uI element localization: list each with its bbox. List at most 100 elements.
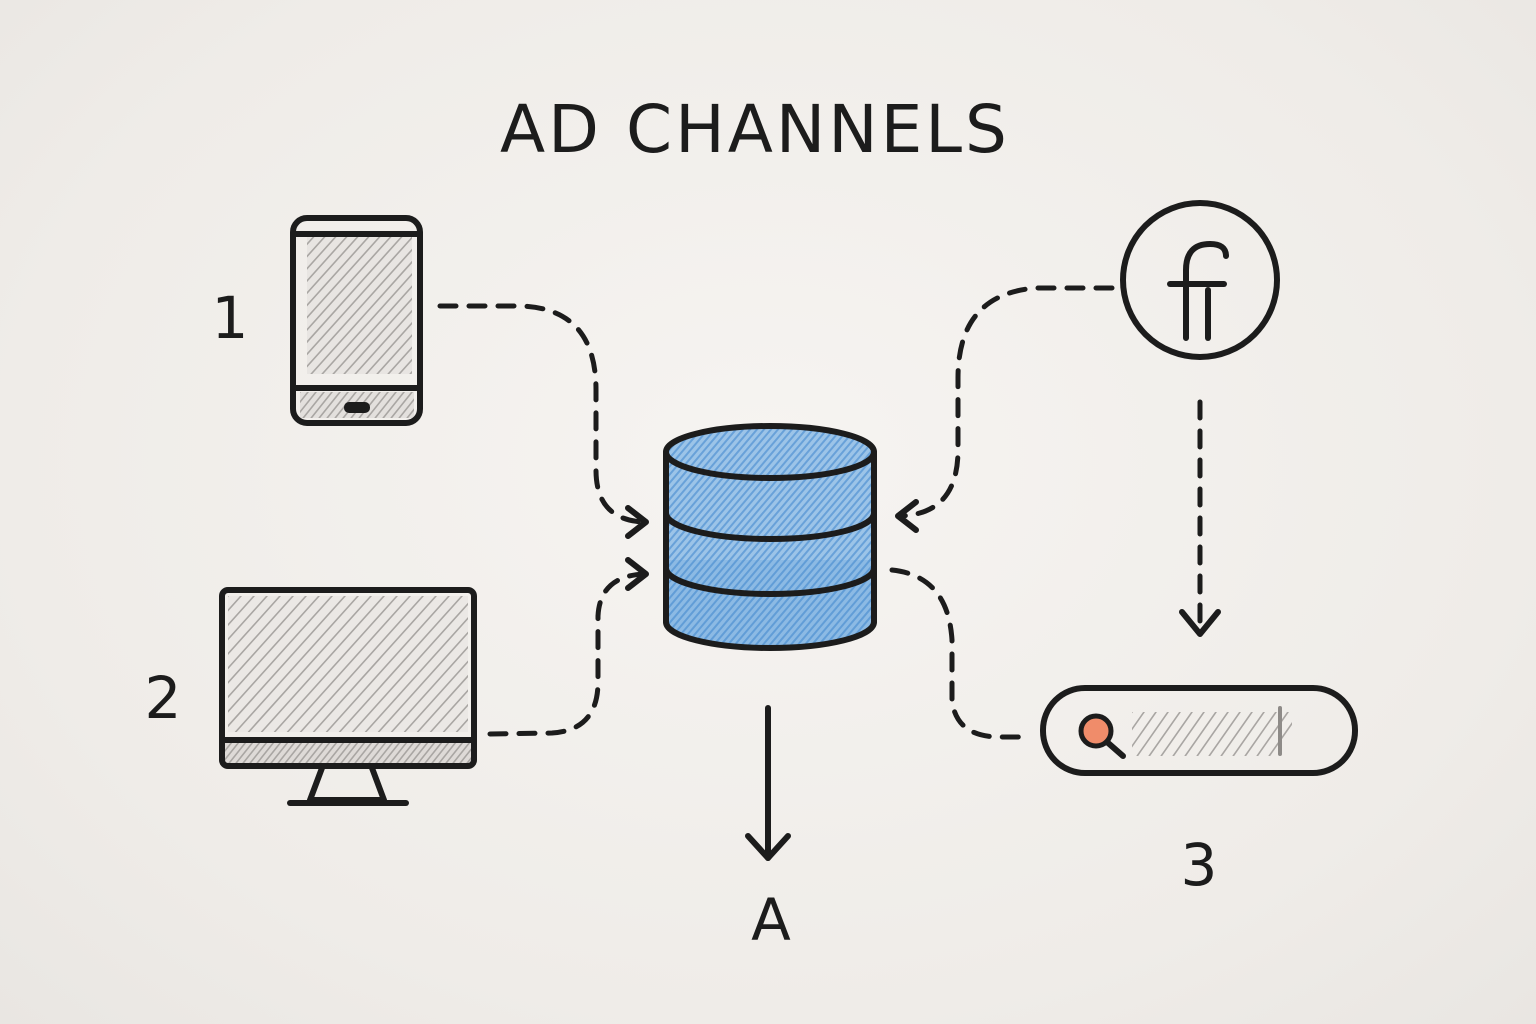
pencil-hatch-stroke xyxy=(721,426,874,648)
pencil-hatch-stroke xyxy=(310,392,333,418)
pencil-hatch-stroke xyxy=(325,742,345,764)
desktop-monitor-icon xyxy=(219,587,477,806)
pencil-hatch-stroke xyxy=(666,426,780,648)
pencil-hatch-stroke xyxy=(666,426,794,648)
pencil-hatch-stroke xyxy=(381,742,401,764)
pencil-hatch-stroke xyxy=(367,742,387,764)
pencil-hatch-stroke xyxy=(456,420,660,660)
pencil-hatch-stroke xyxy=(382,392,405,418)
pencil-hatch-stroke xyxy=(307,232,385,319)
pencil-hatch-stroke xyxy=(307,232,407,344)
pencil-hatch-stroke xyxy=(227,742,247,764)
pencil-hatch-stroke xyxy=(332,285,412,374)
pencil-hatch-stroke xyxy=(444,742,464,764)
pencil-hatch-stroke xyxy=(283,742,303,764)
pencil-hatch-stroke xyxy=(437,742,457,764)
pencil-hatch-stroke xyxy=(666,426,829,648)
pencil-hatch-stroke xyxy=(318,742,338,764)
pencil-hatch-stroke xyxy=(262,742,282,764)
pencil-hatch-stroke xyxy=(1184,712,1217,756)
pencil-hatch-stroke xyxy=(666,426,815,648)
pencil-hatch-stroke xyxy=(390,392,413,418)
pencil-hatch-stroke xyxy=(1136,712,1169,756)
pencil-hatch-stroke xyxy=(666,426,773,648)
pencil-hatch-stroke xyxy=(332,742,352,764)
pencil-hatch-stroke xyxy=(353,742,373,764)
pencil-hatch-stroke xyxy=(735,426,874,648)
pencil-hatch-stroke xyxy=(666,426,822,648)
edge-monitor-to-database xyxy=(487,557,649,737)
pencil-hatch-stroke xyxy=(307,236,412,356)
pencil-hatch-stroke xyxy=(234,596,359,732)
pencil-hatch-stroke xyxy=(326,392,349,418)
pencil-hatch-stroke xyxy=(666,426,738,648)
edge-phone-to-database xyxy=(437,303,649,539)
pencil-hatch-stroke xyxy=(826,426,874,648)
pencil-hatch-stroke xyxy=(307,232,374,307)
pencil-hatch-stroke xyxy=(228,596,320,699)
pencil-hatch-stroke xyxy=(666,426,689,648)
pencil-hatch-stroke xyxy=(338,596,463,732)
pencil-hatch-stroke xyxy=(430,742,450,764)
diagram-title: AD CHANNELS xyxy=(500,91,1010,168)
pencil-hatch-stroke xyxy=(409,370,412,374)
pencil-hatch-stroke xyxy=(248,742,268,764)
pencil-hatch-stroke xyxy=(666,426,675,648)
pencil-hatch-stroke xyxy=(255,742,275,764)
pencil-hatch-stroke xyxy=(666,426,752,648)
pencil-hatch-stroke xyxy=(714,426,874,648)
pencil-hatch-stroke xyxy=(819,426,874,648)
pencil-hatch-stroke xyxy=(304,742,324,764)
pencil-hatch-stroke xyxy=(1268,722,1292,756)
database-icon xyxy=(456,420,877,660)
pencil-hatch-stroke xyxy=(321,273,412,374)
pencil-hatch-stroke xyxy=(228,596,268,641)
pencil-hatch-stroke xyxy=(307,232,396,331)
pencil-hatch-stroke xyxy=(805,426,874,648)
pencil-hatch-stroke xyxy=(666,426,717,648)
pencil-hatch-stroke xyxy=(1244,712,1277,756)
pencil-hatch-stroke xyxy=(228,596,346,728)
pencil-hatch-stroke xyxy=(228,596,255,627)
pencil-hatch-stroke xyxy=(358,392,381,418)
pencil-hatch-stroke xyxy=(354,309,412,374)
pencil-hatch-stroke xyxy=(343,297,412,374)
pencil-hatch-stroke xyxy=(307,248,412,368)
pencil-hatch-stroke xyxy=(868,426,874,648)
search-bar-icon xyxy=(1040,685,1358,776)
pencil-hatch-stroke xyxy=(465,756,471,764)
smartphone-icon xyxy=(290,215,423,426)
pencil-hatch-stroke xyxy=(798,426,874,648)
pencil-hatch-stroke xyxy=(228,596,294,670)
pencil-hatch-stroke xyxy=(364,617,468,732)
pencil-hatch-stroke xyxy=(365,321,412,374)
pencil-hatch-stroke xyxy=(666,426,801,648)
pencil-hatch-stroke xyxy=(666,426,745,648)
pencil-hatch-stroke xyxy=(666,426,759,648)
pencil-hatch-stroke xyxy=(791,426,874,648)
pencil-hatch-stroke xyxy=(234,742,254,764)
pencil-hatch-stroke xyxy=(360,742,380,764)
pencil-hatch-stroke xyxy=(812,426,874,648)
pencil-hatch-stroke xyxy=(299,596,424,732)
pencil-hatch-stroke xyxy=(339,742,359,764)
pencil-hatch-stroke xyxy=(247,596,372,732)
pencil-hatch-stroke xyxy=(666,426,731,648)
pencil-hatch-stroke xyxy=(310,260,412,374)
pencil-hatch-stroke xyxy=(307,232,352,283)
pencil-hatch-stroke xyxy=(273,596,398,732)
edge-facebook-to-search xyxy=(1179,399,1221,637)
pencil-hatch-stroke xyxy=(416,674,468,732)
label-a: A xyxy=(751,886,791,954)
pencil-hatch-stroke xyxy=(346,742,366,764)
pencil-hatch-stroke xyxy=(241,742,261,764)
pencil-hatch-stroke xyxy=(307,232,330,258)
pencil-hatch-stroke xyxy=(351,602,468,732)
pencil-hatch-stroke xyxy=(784,426,874,648)
pencil-hatch-stroke xyxy=(1148,712,1181,756)
pencil-hatch-stroke xyxy=(1256,712,1289,756)
pencil-hatch-stroke xyxy=(1160,712,1193,756)
pencil-hatch-stroke xyxy=(666,426,808,648)
